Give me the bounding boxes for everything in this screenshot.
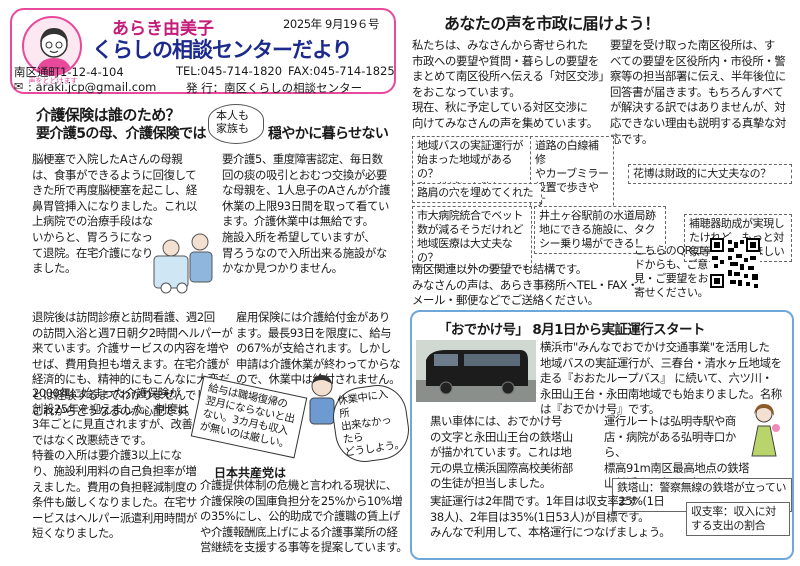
care-col2-p2: 雇用保険には介護給付金があり ます。最長93日を限度に、給与 の67%が支給され… [236,310,401,386]
jcp-heading: 日本共産党は [214,466,287,480]
bus-title: 「おでかけ号」 8月1日から実証運行スタート [438,322,705,338]
voice-footer: 南区関連以外の要望でも結構です。 みなさんの声は、あらき事務所へTEL・FAX・… [412,262,639,308]
voice-box-expo: 花博は財政的に大丈夫なの？ [628,164,792,184]
worry-bubble-admission: 休業中に入所 出来なかったら どうしよう。 [329,381,413,466]
care-title: 介護保険は誰のため？ [36,106,181,124]
bus-intro: 横浜市"みんなでおでかけ交通事業"を活用した 地域バスの実証運行が、三春台・清水… [540,340,782,417]
care-col2-p1: 要介護5、重度障害認定、毎日数 回の痰の吸引とおむつ交換が必要 な母親を、1人息… [222,152,391,276]
bus-target-text: 実証運行は2年間です。1年目は収支率25%(1日 38人)、2年目は35%(1日… [430,494,671,540]
mail-icon: ✉ [14,80,24,93]
voice-box-hearing-aid: 補聴器助成が実現し たけれど、もっと対 象等を広げてほしい [684,214,792,262]
care-note-bubble [208,104,264,144]
logo-caption: 声をとどけます [28,77,78,85]
qr-code-icon[interactable] [710,238,760,288]
voice-col2: 要望を受け取った南区役所は、す べての要望を区役所内・市役所・警 察等の担当部署… [610,38,786,146]
office-email: : araki.jcp@gmail.com [28,80,157,94]
care-col1-p2: 退院後は訪問診療と訪問看護、週2回 の訪問入浴と週7日朝夕2時間ヘルパーが 来て… [32,310,233,418]
voice-col1: 私たちは、みなさんから寄せられた 市政への要望や質問・暮らしの要望を まとめて南… [412,38,610,130]
bus-photo [416,340,536,402]
office-fax: FAX:045-714-1825 [288,64,395,78]
voice-title: あなたの声を市政に届けよう！ [444,14,660,33]
office-address: 南区通町1-12-4-104 [14,65,124,79]
office-tel: TEL:045-714-1820 [176,64,283,78]
masthead [10,8,396,94]
worry-bubble-income: 給与は職場復帰の 翌月にならないと出 ない。3カ月も収入 が無いのは厳しい。 [190,375,308,459]
care-col1-p1: 脳梗塞で入院したAさんの母親 は、食事ができるように回復して きた所で再度脳梗塞… [32,152,197,276]
candidate-name: あらき由美子 [112,19,214,39]
issue-date: 2025年 9月19６号 [283,17,380,31]
bus-section-frame [410,310,794,560]
care-subtitle-a: 要介護5の母、介護保険では [36,126,207,142]
voice-box-taxi: 井土ヶ谷駅前の水道局跡 地にできる施設に、タク シー乗り場ができる！ [534,206,666,254]
candidate-portrait-logo [22,16,82,76]
voice-box-hospital: 市大病院統合でベット 数が減るそうだけれど 地域医療は大丈夫なの？ [412,206,532,268]
care-col1-p3: 2000年に始まった介護保険が 創設25年を迎えました。制度は 3年ごとに見直さ… [32,386,197,541]
jcp-proposal: 介護提供体制の危機と言われる現状に、 介護保険の国庫負担分を25%から10%増 … [200,478,408,555]
publisher: 発 行：南区くらしの相談センター [186,81,363,95]
bus-design-text: 黒い車体には、おでかけ号 の文字と永田山王台の鉄塔山 が描かれています。これは地… [430,414,573,491]
caregiver-illustration [146,226,222,294]
tower-hill-note: 鉄塔山：警察無線の鉄塔が立っています [612,478,792,512]
woman-with-flowers-illustration [744,402,784,458]
worried-man-illustration [304,372,340,428]
care-subtitle-b: 穏やかに暮らせない [268,126,389,142]
newsletter-title: くらしの相談センターだより [92,38,353,62]
voice-box-pothole: 路肩の穴を埋めてくれた [412,183,542,203]
care-note: 本人も 家族も [216,109,249,135]
ratio-note: 収支率：収入に対 する支出の割合 [686,502,790,536]
qr-text: こちらのQRコー ドからも、ご意 見・ご要望をお 寄せください。 [634,244,714,299]
